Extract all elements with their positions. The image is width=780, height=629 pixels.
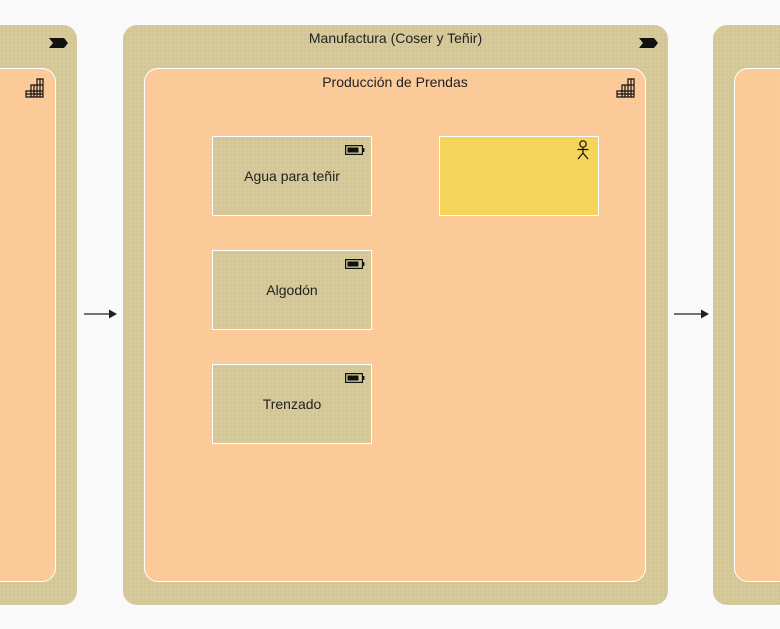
flow-arrow-right (674, 309, 709, 319)
resource-agua-para-tenir[interactable]: Agua para teñir (212, 136, 372, 216)
capability-stairs-icon (25, 78, 44, 98)
battery-resource-icon (345, 259, 365, 269)
resource-algodon[interactable]: Algodón (212, 250, 372, 330)
battery-resource-icon (345, 373, 365, 383)
value-stream-chevron-icon (49, 38, 68, 48)
process-title: Producción de Prendas (322, 74, 468, 90)
process-left[interactable] (0, 68, 56, 582)
stage-title: Manufactura (Coser y Teñir) (308, 30, 483, 46)
stage-right[interactable] (713, 25, 780, 605)
process-right[interactable] (734, 68, 780, 582)
stick-figure-actor-icon (577, 140, 589, 160)
resource-label: Trenzado (262, 396, 322, 412)
flow-arrow-left (84, 309, 117, 319)
resource-label: Agua para teñir (244, 168, 340, 184)
process-produccion-prendas[interactable]: Producción de Prendas Agua para teñir (144, 68, 646, 582)
actor-condiciones-laborales[interactable] (439, 136, 599, 216)
resource-label: Algodón (266, 282, 318, 298)
battery-resource-icon (345, 145, 365, 155)
stage-manufactura[interactable]: Manufactura (Coser y Teñir) Producción d… (123, 25, 668, 605)
stage-left[interactable] (0, 25, 77, 605)
resource-trenzado[interactable]: Trenzado (212, 364, 372, 444)
value-stream-chevron-icon (639, 38, 658, 48)
capability-stairs-icon (616, 78, 635, 98)
